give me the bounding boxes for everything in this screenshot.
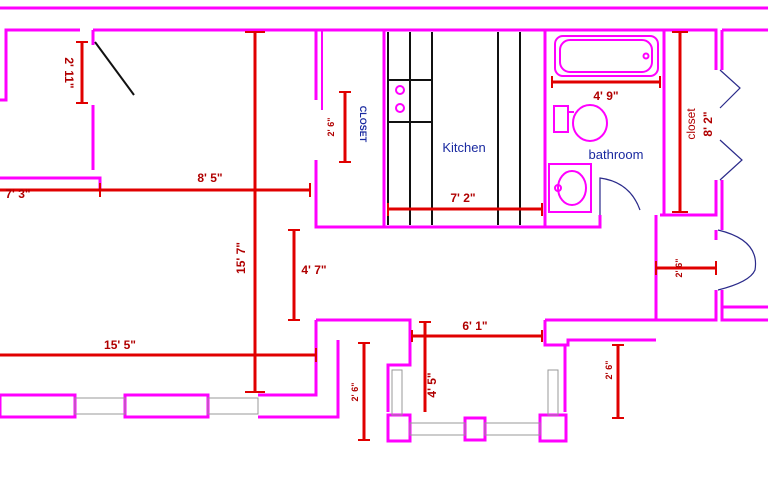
bathtub	[554, 35, 659, 77]
hall-door-swing	[717, 229, 757, 291]
label-kitchen-width: 7' 2"	[450, 191, 475, 205]
sink-basin	[557, 170, 587, 206]
label-small-closet-dim: 2' 6"	[326, 118, 336, 137]
label-entry-depth: 4' 5"	[425, 372, 439, 397]
label-hall-height: 4' 7"	[301, 263, 326, 277]
bathroom-bottom-wall	[545, 215, 602, 229]
label-entry-width: 6' 1"	[462, 319, 487, 333]
window-sill-mid	[123, 393, 210, 419]
stove-burner-1	[395, 85, 405, 95]
label-mid-width: 8' 5"	[197, 171, 222, 185]
label-living-width: 15' 5"	[104, 338, 136, 352]
label-right-niche-dim: 2' 6"	[604, 361, 614, 380]
closet-door-swing-bottom	[719, 139, 743, 181]
entry-side-window-left	[391, 369, 403, 416]
room-label-closet: closet	[684, 108, 698, 140]
entry-left-wall	[258, 320, 318, 397]
bedroom-door-leaf	[94, 41, 135, 96]
entry-right-wall	[543, 320, 567, 412]
entry-inner-left	[258, 340, 340, 419]
bathroom-door-swing	[599, 177, 641, 215]
entry-side-window-right	[547, 369, 559, 416]
entry-window-left	[409, 422, 466, 436]
room-label-kitchen: Kitchen	[442, 140, 485, 155]
kitchen-wall	[384, 28, 547, 229]
toilet-tank	[553, 105, 569, 133]
bathroom-wall	[545, 28, 666, 217]
window-right	[207, 397, 259, 415]
bathtub-inner	[559, 39, 653, 73]
left-room-wall-top	[0, 28, 80, 102]
pier-left	[386, 413, 412, 443]
entry-right-lower	[565, 338, 656, 347]
label-bath-door-dim: 2' 6"	[674, 259, 684, 278]
dimension-lines	[0, 31, 717, 441]
pier-right	[538, 413, 568, 443]
toilet-bowl	[572, 104, 608, 142]
window-left	[74, 397, 126, 415]
entry-top-left	[316, 318, 412, 412]
pier-mid	[463, 416, 487, 442]
labels: 2' 11" 7' 3" 8' 5" 15' 7" 15' 5" 4' 7" 7…	[5, 57, 715, 401]
closet-wall-bottom	[664, 180, 718, 217]
room-label-small-closet: CLOSET	[358, 106, 368, 143]
walls	[0, 6, 768, 443]
right-lower-wall	[720, 290, 768, 322]
small-closet-wall	[314, 28, 386, 229]
window-sill-left	[0, 393, 77, 419]
fixtures	[94, 32, 757, 291]
label-top-left-door: 2' 11"	[62, 57, 76, 88]
upper-room-top-wall	[93, 28, 318, 60]
label-left-niche-dim: 2' 6"	[350, 383, 360, 402]
bathtub-drain	[642, 52, 650, 60]
label-left-width: 7' 3"	[5, 187, 30, 201]
label-tub-width: 4' 9"	[593, 89, 618, 103]
label-living-height: 15' 7"	[234, 242, 248, 274]
closet-door-swing-top	[719, 69, 741, 109]
sink-cabinet	[548, 163, 592, 213]
entry-window-right	[484, 422, 541, 436]
stove-burner-2	[395, 103, 405, 113]
room-label-bathroom: bathroom	[589, 147, 644, 162]
closet-wall-top	[664, 28, 718, 70]
label-closet-height: 8' 2"	[701, 111, 715, 136]
sink-faucet	[554, 184, 562, 192]
